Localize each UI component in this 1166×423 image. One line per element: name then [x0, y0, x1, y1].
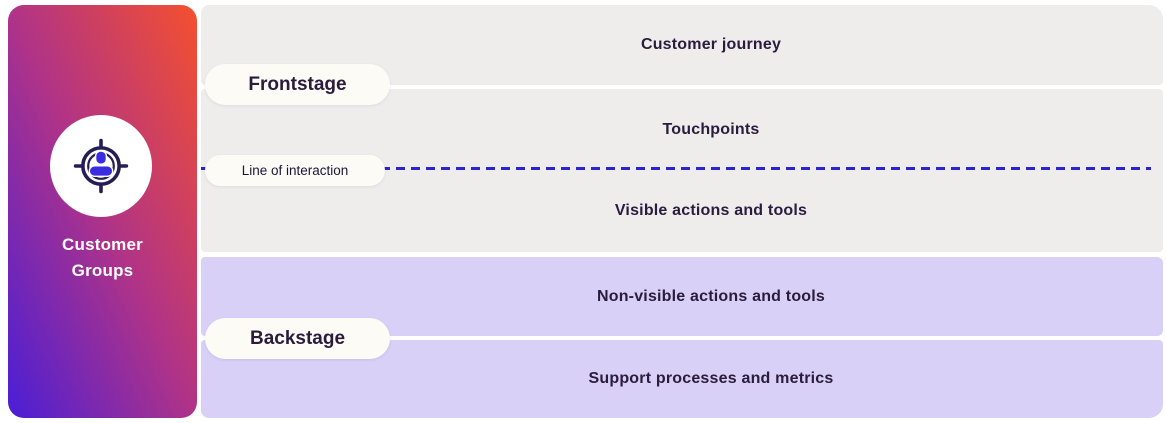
user-target-icon: [73, 138, 129, 194]
row-non-visible-actions-label: Non-visible actions and tools: [596, 287, 826, 305]
row-visible-actions-label: Visible actions and tools: [614, 202, 808, 219]
row-support-processes-label: Support processes and metrics: [588, 370, 834, 387]
frontstage-pill[interactable]: Frontstage: [205, 64, 390, 105]
line-of-interaction-divider: [201, 167, 1151, 170]
backstage-pill[interactable]: Backstage: [205, 318, 390, 359]
row-customer-journey-label: Customer journey: [640, 36, 782, 53]
customer-groups-panel[interactable]: Customer Groups: [8, 5, 197, 418]
line-of-interaction-pill[interactable]: Line of interaction: [205, 155, 385, 186]
row-touchpoints-label: Touchpoints: [662, 120, 760, 138]
customer-groups-avatar: [50, 115, 152, 217]
customer-groups-label: Customer Groups: [62, 235, 143, 280]
